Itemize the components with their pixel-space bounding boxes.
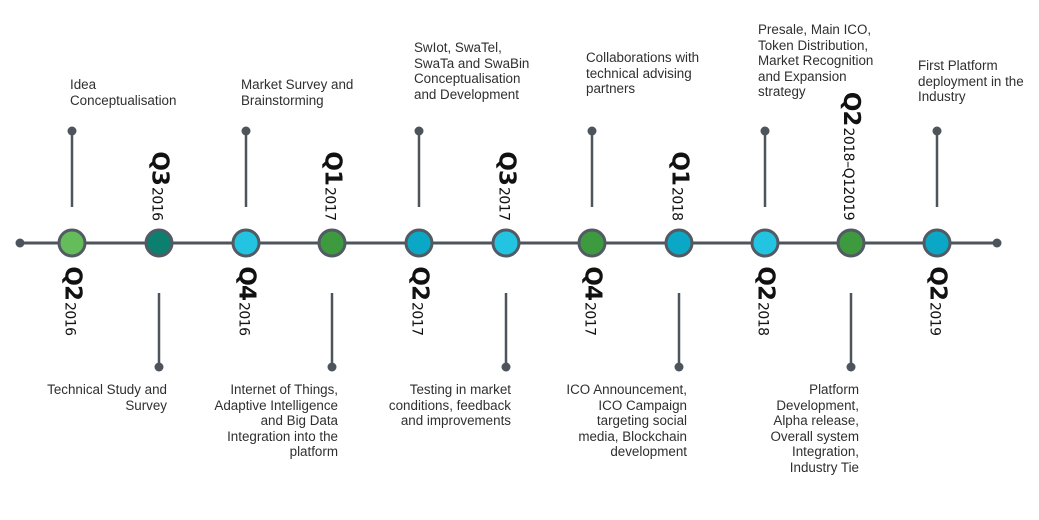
year-text: 2018 (668, 186, 685, 221)
quarter-text: Q3 (146, 150, 173, 185)
milestone-quarter-label: Q12017 (319, 151, 345, 220)
year-text: 2018–Q12019 (840, 127, 857, 221)
milestone-quarter-label: Q22019 (924, 266, 950, 335)
quarter-text: Q2 (838, 91, 865, 126)
quarter-text: Q1 (319, 150, 346, 185)
connector-end-dot (760, 126, 770, 136)
milestone-description: First Platform deployment in the Industr… (918, 58, 1024, 104)
connector-end-dot (587, 126, 597, 136)
quarter-text: Q2 (924, 265, 951, 300)
milestone-quarter-label: Q32016 (146, 151, 172, 220)
year-text: 2016 (148, 186, 165, 221)
milestone-node (317, 228, 347, 258)
year-text: 2019 (926, 301, 943, 336)
milestone-description: ICO Announcement, ICO Campaign targeting… (566, 382, 687, 459)
year-text: 2016 (61, 301, 78, 336)
milestone-node (491, 228, 521, 258)
quarter-text: Q2 (752, 265, 779, 300)
year-text: 2017 (321, 186, 338, 221)
milestone-description: Presale, Main ICO, Token Distribution, M… (758, 22, 874, 99)
milestone-node (404, 228, 434, 258)
milestone-node (577, 228, 607, 258)
milestone-quarter-label: Q42016 (233, 266, 259, 335)
connector-end-dot (154, 362, 164, 372)
milestone-quarter-label: Q12018 (666, 151, 692, 220)
milestone-description: Testing in market conditions, feedback a… (388, 382, 511, 428)
connector-end-dot (932, 126, 942, 136)
quarter-text: Q2 (59, 265, 86, 300)
quarter-text: Q1 (666, 150, 693, 185)
year-text: 2017 (581, 301, 598, 336)
milestone-quarter-label: Q22016 (59, 266, 85, 335)
year-text: 2016 (235, 301, 252, 336)
connector-end-dot (846, 362, 856, 372)
milestone-quarter-label: Q22018 (752, 266, 778, 335)
milestone-description: Collaborations with technical advising p… (586, 50, 700, 96)
milestone-node (836, 228, 866, 258)
connector-end-dot (414, 126, 424, 136)
connector-end-dot (67, 126, 77, 136)
connector-end-dot (501, 362, 511, 372)
milestone-node (664, 228, 694, 258)
milestone-node (231, 228, 261, 258)
milestone-quarter-label: Q22018–Q12019 (838, 92, 864, 220)
milestone-node (144, 228, 174, 258)
milestone-quarter-label: Q22017 (406, 266, 432, 335)
milestone-node (922, 228, 952, 258)
milestone-quarter-label: Q42017 (579, 266, 605, 335)
year-text: 2017 (408, 301, 425, 336)
connector-end-dot (327, 362, 337, 372)
quarter-text: Q3 (493, 150, 520, 185)
quarter-text: Q4 (233, 265, 260, 300)
connector-end-dot (241, 126, 251, 136)
milestone-description: Platform Development, Alpha release, Ove… (770, 382, 859, 475)
milestone-description: Technical Study and Survey (47, 382, 167, 413)
year-text: 2017 (495, 186, 512, 221)
milestone-quarter-label: Q32017 (493, 151, 519, 220)
milestone-description: SwIot, SwaTel, SwaTa and SwaBin Conceptu… (414, 40, 530, 102)
milestone-node (750, 228, 780, 258)
quarter-text: Q4 (579, 265, 606, 300)
connector-end-dot (674, 362, 684, 372)
milestone-description: Market Survey and Brainstorming (241, 77, 354, 108)
milestone-node (57, 228, 87, 258)
year-text: 2018 (754, 301, 771, 336)
timeline-end-dot (992, 238, 1002, 248)
timeline-start-dot (15, 238, 25, 248)
quarter-text: Q2 (406, 265, 433, 300)
milestone-description: Idea Conceptualisation (70, 77, 177, 108)
milestone-description: Internet of Things, Adaptive Intelligenc… (214, 382, 338, 459)
